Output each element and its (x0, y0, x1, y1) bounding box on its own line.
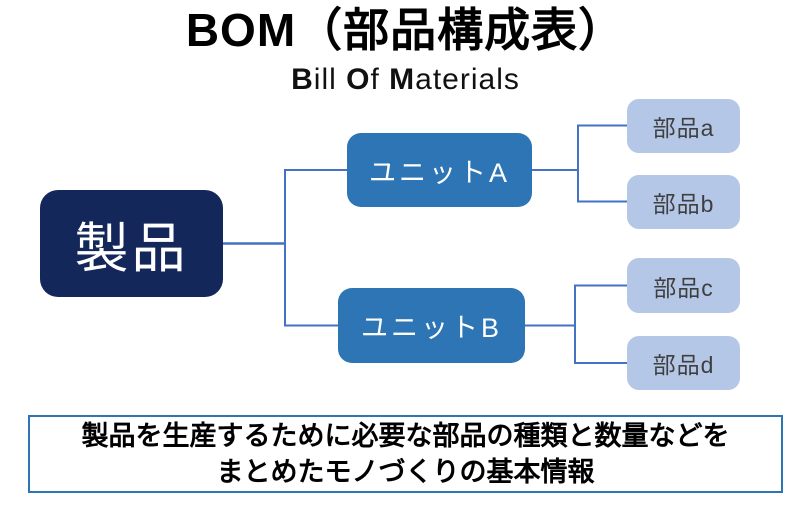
part-node-c: 部品c (627, 258, 740, 313)
note-line-2: まとめたモノづくりの基本情報 (216, 457, 595, 487)
unit-node-label: ユニットB (360, 313, 502, 343)
part-node-label: 部品b (652, 191, 715, 217)
part-node-label: 部品d (652, 352, 715, 378)
page-subtitle: Bill Of Materials (0, 60, 811, 100)
subtitle-initial-o: O (346, 63, 371, 96)
unit-node-a: ユニットA (347, 133, 532, 207)
root-node-product: 製品 (40, 190, 223, 297)
subtitle-text: f (370, 63, 390, 96)
subtitle-text: ill (313, 63, 347, 96)
part-node-b: 部品b (627, 175, 740, 229)
note-line-1: 製品を生産するために必要な部品の種類と数量などを (81, 421, 730, 451)
note-box: 製品を生産するために必要な部品の種類と数量などを まとめたモノづくりの基本情報 (28, 415, 783, 493)
subtitle-text: aterials (415, 63, 520, 96)
unit-node-b: ユニットB (338, 288, 525, 363)
subtitle-initial-m: M (389, 63, 416, 96)
unit-node-label: ユニットA (368, 157, 510, 188)
subtitle-initial-b: B (291, 63, 314, 96)
page-title: BOM（部品構成表） (185, 4, 626, 56)
part-node-d: 部品d (627, 336, 740, 390)
part-node-label: 部品a (652, 115, 715, 141)
root-node-label: 製品 (74, 219, 189, 279)
part-node-a: 部品a (627, 99, 740, 153)
part-node-label: 部品c (653, 274, 714, 301)
